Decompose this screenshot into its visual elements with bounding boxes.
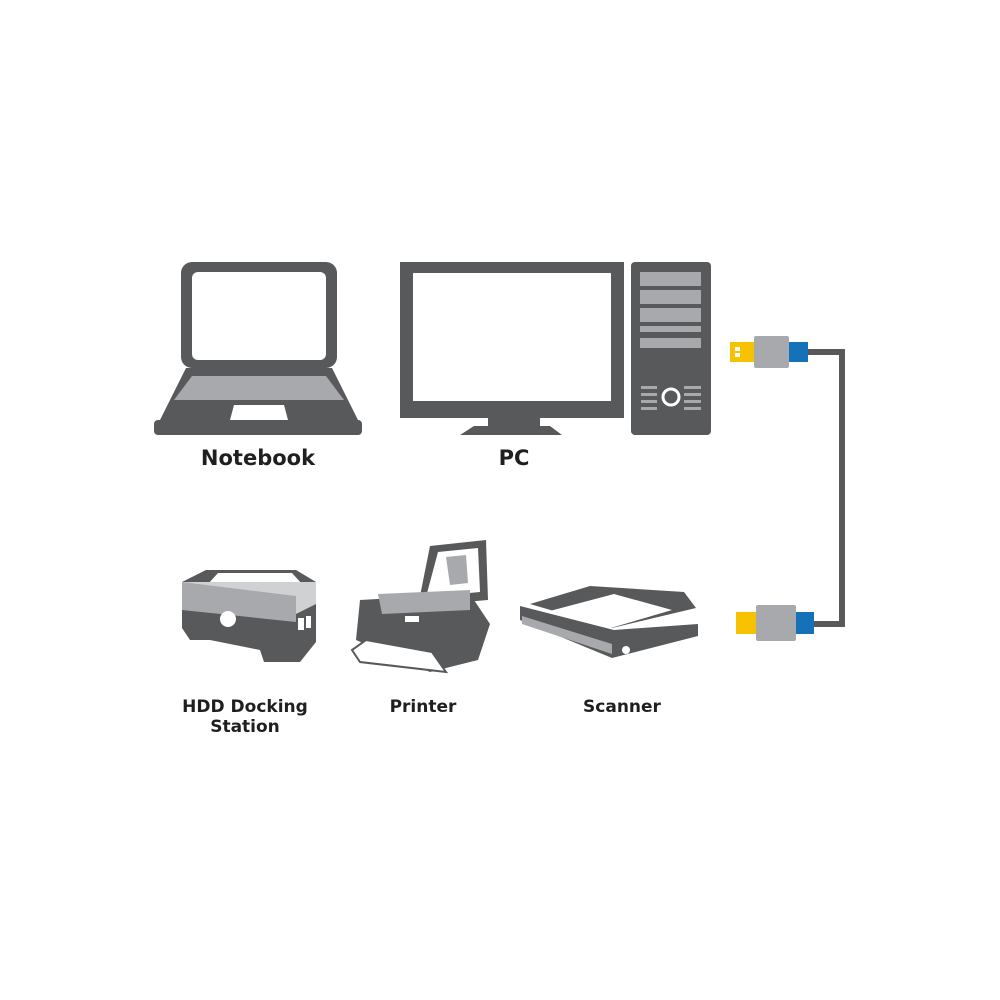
pc-label: PC	[498, 446, 530, 470]
pc-tower-icon	[631, 262, 711, 435]
hdd-docking-label: HDD Docking Station	[160, 697, 330, 738]
scanner-icon	[520, 586, 698, 658]
hdd-docking-label-line1: HDD Docking	[182, 697, 308, 717]
usb-cable-icon	[730, 336, 845, 641]
monitor-icon	[400, 262, 624, 435]
printer-icon	[350, 540, 490, 674]
laptop-icon	[154, 262, 362, 435]
notebook-label: Notebook	[200, 446, 316, 470]
scanner-label: Scanner	[583, 697, 661, 717]
hdd-docking-label-line2: Station	[210, 717, 280, 738]
hdd-dock-icon	[182, 570, 316, 662]
printer-label: Printer	[389, 697, 457, 717]
